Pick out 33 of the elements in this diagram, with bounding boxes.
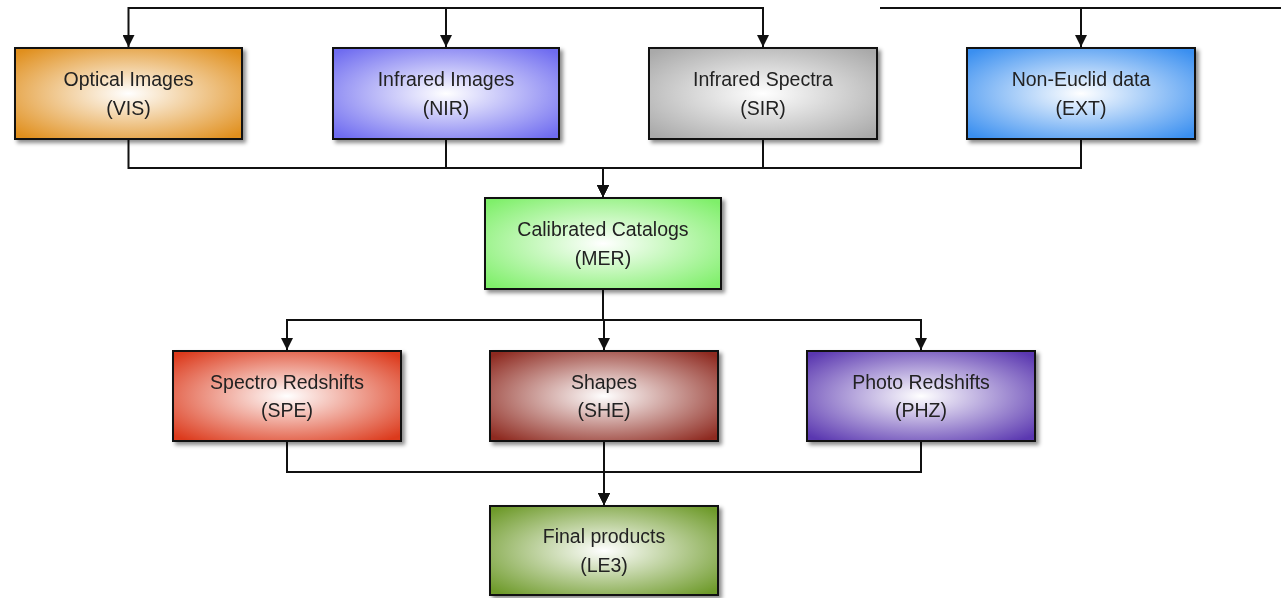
box-title: Final products [542,524,666,550]
box-title: Infrared Spectra [693,67,833,93]
process-box [489,505,719,596]
process-box [14,47,243,140]
box-title: Spectro Redshifts [210,369,364,395]
box-title: Non-Euclid data [1011,67,1151,93]
arrow [440,7,452,48]
box-code: (SPE) [261,398,313,423]
process-box [966,47,1196,140]
box-title: Shapes [570,369,638,395]
box-code: (MER) [574,245,632,271]
arrow [597,139,1082,198]
box-code: (SIR) [740,95,786,121]
process-box [648,47,878,140]
box-title: Photo Redshifts [852,369,990,395]
box-code: (PHZ) [895,398,947,423]
arrow [445,7,769,48]
box-code: (VIS) [106,95,151,121]
box-code: (LE3) [580,552,628,578]
box-title: Infrared Images [377,67,515,93]
box-title: Calibrated Catalogs [517,217,689,243]
box-code: (EXT) [1055,95,1107,121]
box-code: (SHE) [577,398,631,423]
process-box [172,350,402,442]
process-box [332,47,560,140]
box-title: Optical Images [63,67,194,93]
box-code: (NIR) [422,95,470,121]
process-box [484,197,722,290]
process-box [489,350,719,442]
arrow [598,441,922,506]
arrow [879,7,1281,48]
process-box [806,350,1036,442]
arrow [122,7,447,48]
